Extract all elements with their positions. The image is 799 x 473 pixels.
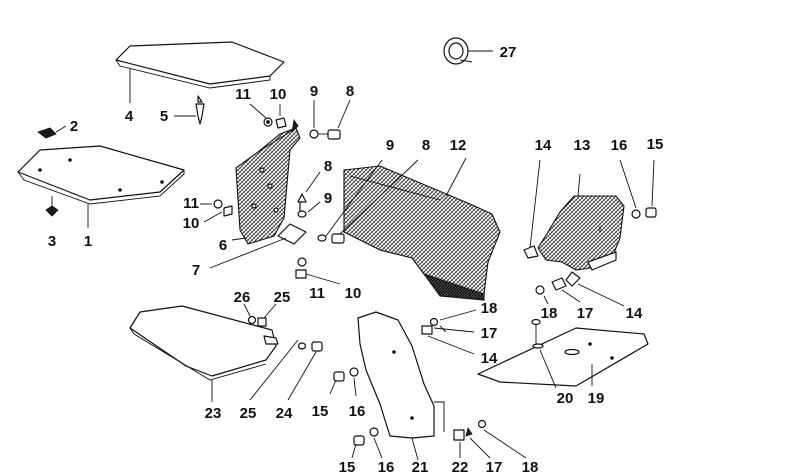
callout-14: 14 [535,137,552,154]
callout-7: 7 [192,262,200,279]
callout-8: 8 [422,137,430,154]
callout-12: 12 [450,137,467,154]
callout-25: 25 [274,289,291,306]
fasteners [200,99,657,459]
tape-roll-part-27 [443,37,493,65]
callout-1: 1 [84,233,92,250]
middle-lower-panel-part-21 [357,311,445,461]
callout-24: 24 [276,405,293,422]
callout-2: 2 [70,118,78,135]
bent-bracket-part-7 [209,223,307,269]
callout-10: 10 [270,86,287,103]
callout-4: 4 [125,108,134,125]
large-insulation-panel-part-12 [343,157,501,301]
callout-23: 23 [205,405,222,422]
bottom-left-panel-part-23 [129,305,277,402]
callout-labels: 27 4 5 11 10 9 8 2 3 1 11 10 6 8 9 7 11 … [48,44,664,473]
top-panel-part-4 [115,41,285,103]
callout-16: 16 [349,403,366,420]
callout-15: 15 [339,459,356,473]
callout-20: 20 [557,390,574,407]
callout-14: 14 [626,305,643,322]
callout-19: 19 [588,390,605,407]
callout-13: 13 [574,137,591,154]
left-floor-panel-part-1 [17,145,185,228]
callout-16: 16 [378,459,395,473]
callout-27: 27 [500,44,517,61]
callout-26: 26 [234,289,251,306]
callout-17: 17 [577,305,594,322]
callout-9: 9 [386,137,394,154]
callout-9: 9 [324,190,332,207]
callout-18: 18 [522,459,539,473]
push-pin-part-5 [174,95,205,125]
bracket-panel-part-6 [231,127,301,245]
callout-6: 6 [219,237,227,254]
callout-22: 22 [452,459,469,473]
callout-21: 21 [412,459,429,473]
callout-10: 10 [183,215,200,232]
callout-9: 9 [310,83,318,100]
screw-part-3 [45,196,59,217]
callout-11: 11 [309,285,325,302]
callout-5: 5 [160,108,168,125]
callout-14: 14 [481,350,498,367]
callout-8: 8 [324,158,332,175]
callout-17: 17 [486,459,503,473]
bolt-part-20 [531,318,557,389]
callout-17: 17 [481,325,498,342]
callout-16: 16 [611,137,628,154]
clip-part-2 [37,125,67,139]
callout-11: 11 [235,86,251,103]
callout-3: 3 [48,233,56,250]
callout-15: 15 [647,136,664,153]
callout-11: 11 [183,195,199,212]
tray-panel-part-19 [477,327,649,387]
callout-15: 15 [312,403,329,420]
callout-18: 18 [481,300,498,317]
callout-10: 10 [345,285,362,302]
right-side-panel-part-13 [537,173,625,271]
callout-25: 25 [240,405,257,422]
callout-18: 18 [541,305,558,322]
callout-8: 8 [346,83,354,100]
